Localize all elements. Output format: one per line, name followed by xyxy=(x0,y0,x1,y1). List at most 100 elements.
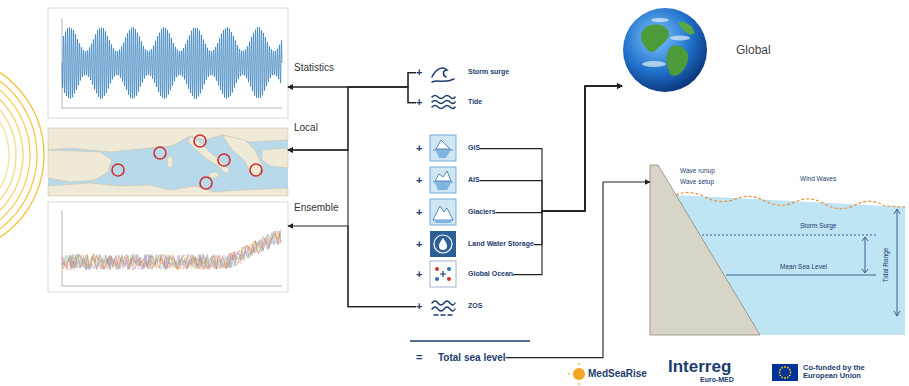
mean-level xyxy=(726,275,876,276)
arc xyxy=(0,63,37,247)
surge-arrow xyxy=(862,237,868,273)
land-iberia xyxy=(48,150,112,182)
arc xyxy=(0,91,9,219)
cloud xyxy=(670,36,690,41)
component-item: +GIS xyxy=(416,142,480,155)
component-item: + Land Water Storage xyxy=(416,238,534,251)
ensemble-plot xyxy=(48,202,288,292)
zos-icon xyxy=(432,301,455,315)
gis-icon xyxy=(430,135,456,161)
site-marker xyxy=(112,164,124,176)
flow-connector xyxy=(506,182,650,358)
cloud xyxy=(642,61,666,67)
component-label: AIS xyxy=(468,176,480,184)
shore xyxy=(650,165,760,335)
glaciers-icon xyxy=(430,199,456,225)
component-item: + Glaciers xyxy=(416,206,496,219)
operator-sign: + xyxy=(416,66,428,79)
plot-frame xyxy=(48,202,288,292)
operator-sign: + xyxy=(416,142,428,155)
logo-text: MedSeaRise xyxy=(588,368,647,379)
sea xyxy=(48,128,288,196)
operator-sign: + xyxy=(416,268,428,281)
flow-connector xyxy=(288,73,416,87)
globe-sphere xyxy=(623,8,707,92)
wave-surface xyxy=(676,192,905,208)
panel-heading: Ensemble xyxy=(294,202,338,213)
ensemble-member xyxy=(62,231,281,269)
site-markers xyxy=(112,135,262,189)
wave-line xyxy=(432,101,455,104)
ensemble-member xyxy=(62,232,281,270)
site-marker xyxy=(154,147,166,159)
figure-label: Wind Waves xyxy=(800,175,836,182)
cross-section-node: Wave runupWave setupWind WavesStorm Surg… xyxy=(650,165,905,335)
plot-frame xyxy=(48,8,288,118)
icon-box xyxy=(430,135,456,161)
land-italy xyxy=(188,136,230,174)
flow-connector xyxy=(288,73,416,150)
ensemble-member xyxy=(62,231,281,270)
component-icons xyxy=(430,68,456,315)
component-item: +AIS xyxy=(416,174,480,187)
icon-box xyxy=(430,231,456,257)
operator-sign: = xyxy=(416,351,428,364)
dot xyxy=(435,267,439,271)
wave-curl xyxy=(432,68,447,77)
land-anatolia xyxy=(262,148,288,168)
ensemble-panel: Ensemble xyxy=(48,202,288,292)
ensemble-member xyxy=(62,230,281,270)
island xyxy=(167,156,173,168)
operator-sign: + xyxy=(416,238,428,251)
storm-surge-icon xyxy=(432,68,454,82)
flow-connector xyxy=(288,150,416,307)
site-marker xyxy=(218,154,230,166)
component-label: Glaciers xyxy=(468,208,496,216)
time-series-panel: Statistics xyxy=(48,8,288,118)
land-water-storage-icon xyxy=(430,231,456,257)
component-label: Global Ocean xyxy=(468,270,513,278)
tide-icon xyxy=(432,96,455,109)
component-item: + Global Ocean xyxy=(416,268,513,281)
figure-label: Tidal Range xyxy=(882,248,889,283)
axis xyxy=(62,210,63,286)
ice-sheet-top xyxy=(435,171,451,181)
dot xyxy=(447,267,451,271)
flow-connector xyxy=(480,86,622,211)
site-marker xyxy=(194,135,206,147)
landmass xyxy=(667,46,689,76)
icon-box xyxy=(430,199,456,225)
ring xyxy=(434,235,452,253)
result-label: Total sea level xyxy=(438,352,506,364)
globe-node: Global xyxy=(622,7,708,93)
land xyxy=(48,128,288,196)
dot xyxy=(447,277,451,281)
figure-label: Wave runup xyxy=(680,167,715,174)
mediterranean-map xyxy=(48,128,288,196)
time-series-plot xyxy=(48,8,288,118)
operator-sign: + xyxy=(416,206,428,219)
logo-text: Interreg xyxy=(668,358,731,377)
wave-line xyxy=(432,96,455,99)
arc xyxy=(0,56,44,254)
site-marker xyxy=(250,164,262,176)
flow-connector xyxy=(480,86,622,211)
icon-box xyxy=(430,261,456,287)
flow-connector xyxy=(496,86,622,213)
decorative-arcs xyxy=(0,56,44,254)
component-label: Land Water Storage xyxy=(468,240,534,248)
flow-connector xyxy=(288,226,416,307)
sun-logo xyxy=(573,368,585,380)
dash-line xyxy=(434,314,452,315)
drop xyxy=(439,238,447,250)
site-marker xyxy=(200,177,212,189)
global-ocean-icon xyxy=(430,261,456,287)
ensemble-member xyxy=(62,229,281,270)
landmass xyxy=(641,24,669,52)
land-africa xyxy=(48,183,288,196)
sun-rays xyxy=(568,363,590,385)
map-panel: Local xyxy=(48,128,288,196)
axis xyxy=(62,286,282,287)
component-label: Storm surge xyxy=(468,68,509,76)
